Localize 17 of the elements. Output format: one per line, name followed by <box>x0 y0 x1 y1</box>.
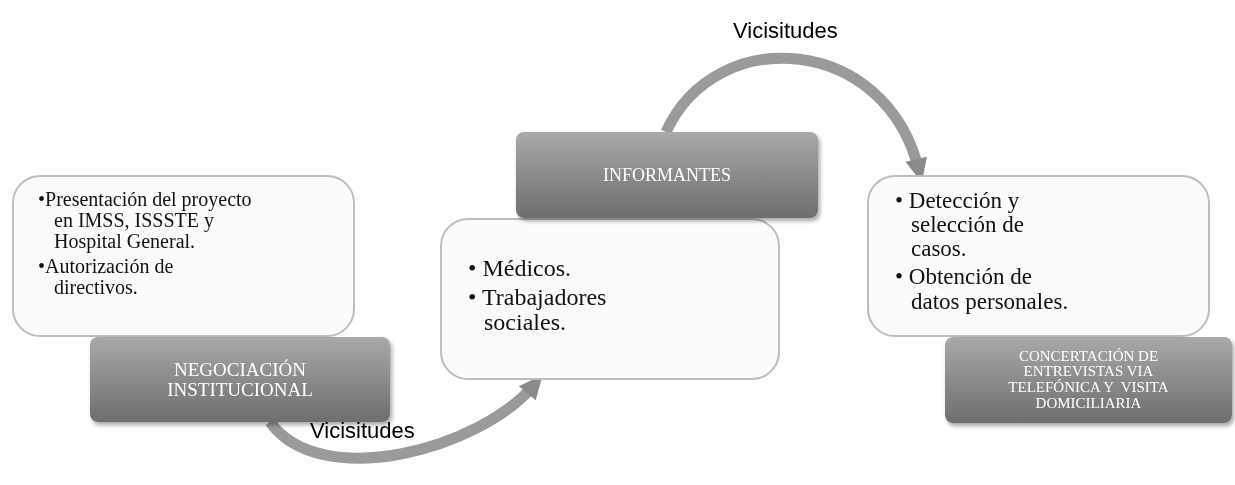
bullet-item: •Autorización de directivos. <box>38 256 175 298</box>
title-tab <box>90 337 390 422</box>
tab-label: NEGOCIACIÓN INSTITUCIONAL <box>166 359 314 400</box>
bullet-item: • Trabajadores sociales. <box>468 285 608 336</box>
edge-label: Vicisitudes <box>733 17 838 45</box>
bullet-item: • Obtención de datos personales. <box>895 265 1070 314</box>
edge-label: Vicisitudes <box>310 417 415 445</box>
bullet-item: •Presentación del proyecto en IMSS, ISSSTE y Hospital General. <box>38 189 253 252</box>
rounded-card <box>440 218 780 380</box>
rounded-card <box>867 175 1210 337</box>
tab-label: INFORMANTES <box>603 165 731 185</box>
title-tab <box>945 337 1232 423</box>
bullet-item: • Médicos. <box>468 256 573 282</box>
rounded-card <box>12 175 355 337</box>
tab-label: CONCERTACIÓN DE ENTREVISTAS VIA TELEFÓNICA Y VISITA DOMICILIARIA <box>1007 348 1170 412</box>
bullet-item: • Detección y selección de casos. <box>895 189 1026 262</box>
title-tab <box>516 132 818 218</box>
